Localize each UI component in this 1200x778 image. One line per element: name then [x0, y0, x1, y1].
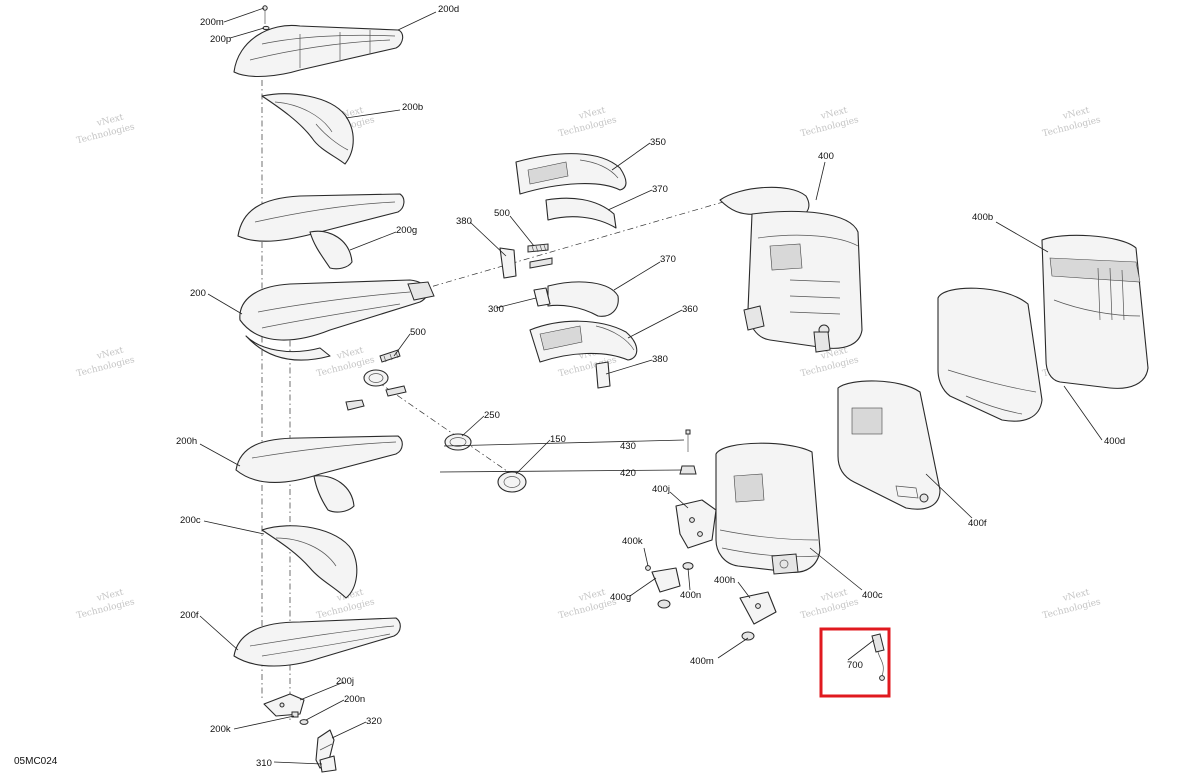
callout-400n: 400n [680, 590, 701, 601]
part-150-gasket[interactable] [497, 471, 527, 493]
part-400b-cover[interactable] [1041, 234, 1149, 389]
part-200f-shield[interactable] [233, 617, 401, 667]
callout-700: 700 [847, 660, 863, 671]
callout-250: 250 [484, 410, 500, 421]
callout-200: 200 [190, 288, 206, 299]
part-200c-shield[interactable] [261, 525, 358, 599]
part-250-gasket[interactable] [444, 433, 472, 451]
part-200d-top-cover[interactable] [233, 24, 404, 77]
diagram-code: 05MC024 [14, 756, 58, 767]
callout-400k: 400k [622, 536, 643, 547]
callout-430: 430 [620, 441, 636, 452]
callout-380-lower: 380 [652, 354, 668, 365]
part-370-gasket-upper[interactable] [545, 197, 617, 229]
callout-200p: 200p [210, 34, 231, 45]
callout-200f: 200f [180, 610, 199, 621]
callout-350: 350 [650, 137, 666, 148]
callout-150: 150 [550, 434, 566, 445]
part-400j-bracket[interactable] [675, 499, 717, 549]
part-420-mount[interactable] [679, 465, 697, 475]
watermark: vNext Technologies [558, 106, 619, 140]
watermark: vNext Technologies [76, 346, 137, 380]
callout-380-upper: 380 [456, 216, 472, 227]
part-700-sensor[interactable] [871, 633, 885, 681]
part-200m-screw[interactable] [262, 5, 268, 24]
callout-370-lower: 370 [660, 254, 676, 265]
part-200n-washer[interactable] [299, 719, 309, 725]
callout-400c: 400c [862, 590, 883, 601]
callout-400b: 400b [972, 212, 993, 223]
part-370-gasket-lower[interactable] [547, 281, 619, 317]
callout-400f: 400f [968, 518, 987, 529]
callout-200k: 200k [210, 724, 231, 735]
callout-500-lower: 500 [410, 327, 426, 338]
part-400c-muffler-body[interactable] [715, 442, 821, 575]
part-200k-nut[interactable] [291, 711, 299, 718]
part-400f-shield[interactable] [837, 380, 941, 510]
callout-200n: 200n [344, 694, 365, 705]
part-350-pipe[interactable] [515, 153, 627, 195]
part-200b-shield[interactable] [261, 93, 354, 165]
callout-360: 360 [682, 304, 698, 315]
watermark: vNext Technologies [1042, 106, 1103, 140]
part-400d-cover[interactable] [937, 287, 1043, 422]
watermark: vNext Technologies [558, 588, 619, 622]
callout-500-upper: 500 [494, 208, 510, 219]
callout-310: 310 [256, 758, 272, 769]
watermark: vNext Technologies [76, 113, 137, 147]
part-400-muffler[interactable] [719, 186, 863, 353]
callout-labels: 200m 200p 200d 200b 200g 200 200h 200c 2… [176, 4, 1125, 769]
callout-370-upper: 370 [652, 184, 668, 195]
part-400g-bracket[interactable] [651, 567, 681, 593]
part-360-pipe[interactable] [529, 320, 638, 363]
watermark: vNext Technologies [800, 106, 861, 140]
leader-lines [199, 7, 1103, 765]
callout-200g: 200g [396, 225, 417, 236]
part-200j-bracket[interactable] [263, 693, 305, 717]
callout-300: 300 [488, 304, 504, 315]
callout-200m: 200m [200, 17, 224, 28]
callout-200b: 200b [402, 102, 423, 113]
callout-400: 400 [818, 151, 834, 162]
watermark: vNext Technologies [1042, 588, 1103, 622]
part-400m-damper[interactable] [741, 631, 755, 641]
callout-400m: 400m [690, 656, 714, 667]
part-200g-shield[interactable] [237, 193, 405, 270]
part-400n-damper[interactable] [657, 562, 694, 609]
callout-400h: 400h [714, 575, 735, 586]
callout-200j: 200j [336, 676, 354, 687]
part-400h-bracket[interactable] [739, 591, 777, 625]
part-200h-shield[interactable] [235, 435, 403, 513]
callout-400d: 400d [1104, 436, 1125, 447]
part-430-bolt[interactable] [685, 429, 691, 452]
assembly-axes [261, 80, 731, 720]
part-200-main-shield[interactable] [239, 279, 435, 361]
part-400k-nut[interactable] [645, 565, 651, 571]
part-380-clamp-upper[interactable] [499, 247, 517, 279]
part-300-sleeve[interactable] [533, 287, 551, 307]
callout-320: 320 [366, 716, 382, 727]
highlight-box-700 [819, 627, 891, 698]
part-310-bracket[interactable] [319, 755, 337, 773]
callout-200c: 200c [180, 515, 201, 526]
part-380-clamp-lower[interactable] [595, 361, 611, 389]
callout-200d: 200d [438, 4, 459, 15]
part-500-springs-lower[interactable] [345, 349, 407, 411]
callout-420: 420 [620, 468, 636, 479]
callout-400g: 400g [610, 592, 631, 603]
watermark: vNext Technologies [800, 588, 861, 622]
part-collar[interactable] [363, 369, 389, 387]
callout-200h: 200h [176, 436, 197, 447]
callout-400j: 400j [652, 484, 670, 495]
part-500-springs-upper[interactable] [527, 243, 553, 269]
watermark: vNext Technologies [76, 588, 137, 622]
